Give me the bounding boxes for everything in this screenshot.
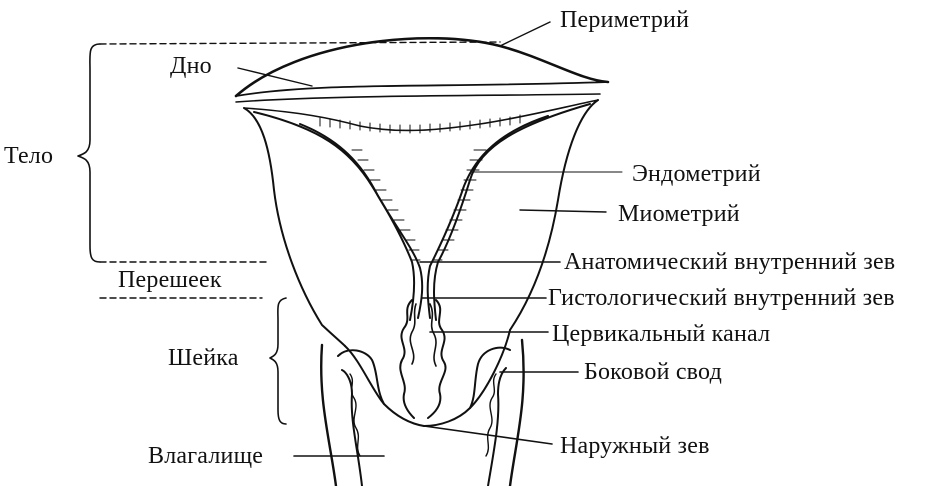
endometrium-hatching-left — [351, 149, 421, 261]
leader-miometriy — [519, 209, 607, 213]
dashed-line-fundus — [99, 41, 501, 45]
label-perimetriy: Периметрий — [560, 7, 690, 33]
endometrium-right-inner — [426, 115, 549, 319]
leader-naruzhnyy — [423, 425, 553, 445]
cervical-canal-right — [427, 299, 447, 419]
fundus-top-line — [235, 93, 601, 103]
label-miometriy: Миометрий — [618, 201, 740, 227]
cervical-canal-mid-right — [429, 303, 437, 367]
vagina-wavy-right — [485, 373, 497, 457]
perimetrium-inner — [235, 81, 609, 97]
endometrium-left-inner — [299, 123, 424, 319]
vagina-wall-left-outer — [320, 343, 338, 486]
label-bokovoy-svod: Боковой свод — [584, 359, 722, 385]
endometrium-right-outer — [433, 103, 591, 321]
uterus-outer-right — [509, 99, 599, 331]
cervical-canal-mid-left — [409, 303, 417, 365]
uterus-outer-left — [243, 107, 346, 347]
body-bracket — [77, 43, 101, 263]
label-telo: Тело — [4, 143, 54, 169]
label-gistologicheskiy-zev: Гистологический внутренний зев — [548, 285, 895, 311]
perimetrium-outline — [234, 36, 610, 98]
lateral-fornix-right — [469, 346, 511, 409]
endometrium-hatching-top — [319, 114, 521, 134]
cervix-bracket — [269, 297, 287, 425]
leader-perimetriy — [499, 21, 551, 47]
label-endometriy: Эндометрий — [632, 161, 761, 187]
label-dno: Дно — [170, 53, 212, 79]
label-peresheek: Перешеек — [118, 267, 222, 293]
label-naruzhnyy-zev: Наружный зев — [560, 433, 710, 459]
cervix-outer-right — [423, 329, 511, 427]
vagina-wall-right-inner — [487, 367, 507, 486]
cervix-outer-left — [344, 345, 425, 427]
vagina-wall-right-outer — [508, 338, 525, 486]
label-sheyka: Шейка — [168, 345, 239, 371]
leader-dno — [237, 67, 313, 87]
endometrium-hatching-right — [433, 149, 487, 261]
vagina-wavy-left — [349, 373, 361, 457]
lateral-fornix-left — [337, 349, 385, 405]
cervical-canal-left — [399, 299, 415, 419]
label-anatomicheskiy-zev: Анатомический внутренний зев — [564, 249, 896, 275]
label-tservikalnyy-kanal: Цервикальный канал — [552, 321, 771, 347]
label-vlagalishche: Влагалище — [148, 443, 264, 469]
